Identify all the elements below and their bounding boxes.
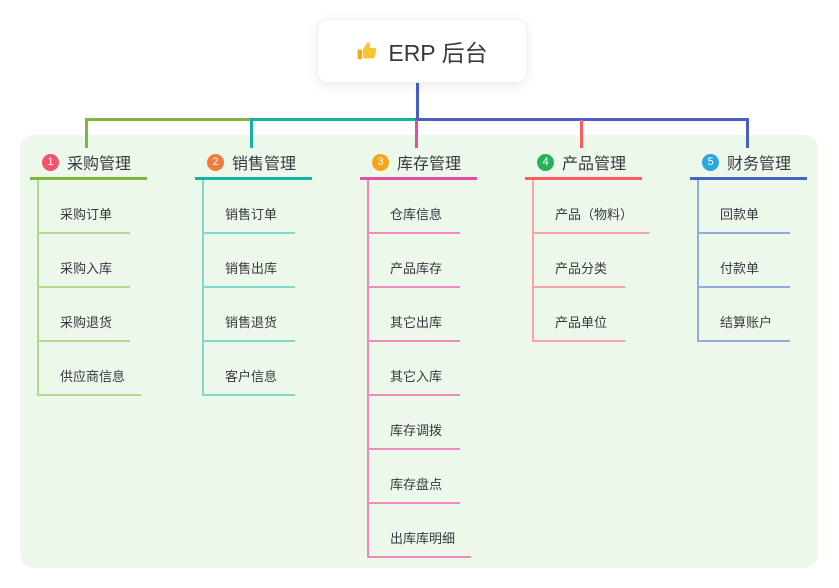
branch-title-label: 销售管理: [232, 156, 297, 173]
mindmap-node[interactable]: 库存盘点: [369, 450, 460, 504]
drop-line-inventory: [415, 120, 418, 148]
bus-segment-green: [85, 118, 253, 121]
mindmap-node[interactable]: 采购入库: [39, 234, 130, 288]
mindmap-node[interactable]: 采购订单: [39, 180, 130, 234]
branch-finance: 5 财务管理 回款单 付款单 结算账户: [690, 147, 839, 342]
mindmap-node[interactable]: 产品单位: [534, 288, 625, 342]
bus-segment-teal: [250, 118, 418, 121]
branch-title-label: 库存管理: [397, 156, 462, 173]
branch-product: 4 产品管理 产品（物料） 产品分类 产品单位: [525, 147, 690, 342]
branch-title-label: 采购管理: [67, 156, 132, 173]
branch-number-badge: 3: [372, 153, 389, 171]
mindmap-node[interactable]: 其它出库: [369, 288, 460, 342]
mindmap-node[interactable]: 销售订单: [204, 180, 295, 234]
mindmap-node[interactable]: 产品分类: [534, 234, 625, 288]
mindmap-node[interactable]: 出库库明细: [369, 504, 472, 558]
branch-inventory-items: 仓库信息 产品库存 其它出库 其它入库 库存调拨 库存盘点 出库库明细: [367, 180, 525, 558]
drop-line-purchase: [85, 118, 88, 148]
branches-background-panel: [20, 135, 818, 568]
branch-number-badge: 5: [702, 153, 719, 171]
mindmap-node[interactable]: 产品（物料）: [534, 180, 650, 234]
mindmap-node[interactable]: 仓库信息: [369, 180, 460, 234]
branch-purchase: 1 采购管理 采购订单 采购入库 采购退货 供应商信息: [30, 147, 195, 396]
branch-sales-items: 销售订单 销售出库 销售退货 客户信息: [202, 180, 360, 396]
mindmap-node[interactable]: 结算账户: [699, 288, 790, 342]
mindmap-node[interactable]: 客户信息: [204, 342, 295, 396]
mindmap-node[interactable]: 采购退货: [39, 288, 130, 342]
drop-line-finance: [746, 118, 749, 148]
branch-purchase-items: 采购订单 采购入库 采购退货 供应商信息: [37, 180, 195, 396]
branch-sales-title-node[interactable]: 2 销售管理: [195, 147, 312, 180]
branch-inventory-title-node[interactable]: 3 库存管理: [360, 147, 477, 180]
mindmap-node[interactable]: 销售出库: [204, 234, 295, 288]
branch-finance-items: 回款单 付款单 结算账户: [697, 180, 839, 342]
mindmap-node[interactable]: 库存调拨: [369, 396, 460, 450]
root-title-label: ERP 后台: [388, 40, 488, 66]
root-node[interactable]: ERP 后台: [317, 19, 527, 83]
drop-line-product: [580, 120, 583, 148]
mindmap-node[interactable]: 产品库存: [369, 234, 460, 288]
mindmap-node[interactable]: 付款单: [699, 234, 790, 288]
branch-purchase-title-node[interactable]: 1 采购管理: [30, 147, 147, 180]
branch-title-label: 产品管理: [562, 156, 627, 173]
branch-sales: 2 销售管理 销售订单 销售出库 销售退货 客户信息: [195, 147, 360, 396]
branch-product-items: 产品（物料） 产品分类 产品单位: [532, 180, 690, 342]
mindmap-node[interactable]: 供应商信息: [39, 342, 142, 396]
mindmap-node[interactable]: 回款单: [699, 180, 790, 234]
branch-number-badge: 2: [207, 153, 224, 171]
branch-finance-title-node[interactable]: 5 财务管理: [690, 147, 807, 180]
branch-title-label: 财务管理: [727, 156, 792, 173]
root-stem-line: [416, 82, 419, 119]
branch-inventory: 3 库存管理 仓库信息 产品库存 其它出库 其它入库 库存调拨 库存盘点 出库库…: [360, 147, 525, 558]
thumbs-up-icon: [356, 40, 378, 62]
branch-product-title-node[interactable]: 4 产品管理: [525, 147, 642, 180]
drop-line-sales: [250, 118, 253, 148]
branch-number-badge: 1: [42, 153, 59, 171]
bus-segment-blue: [415, 118, 749, 121]
branch-number-badge: 4: [537, 153, 554, 171]
mindmap-node[interactable]: 其它入库: [369, 342, 460, 396]
mindmap-node[interactable]: 销售退货: [204, 288, 295, 342]
